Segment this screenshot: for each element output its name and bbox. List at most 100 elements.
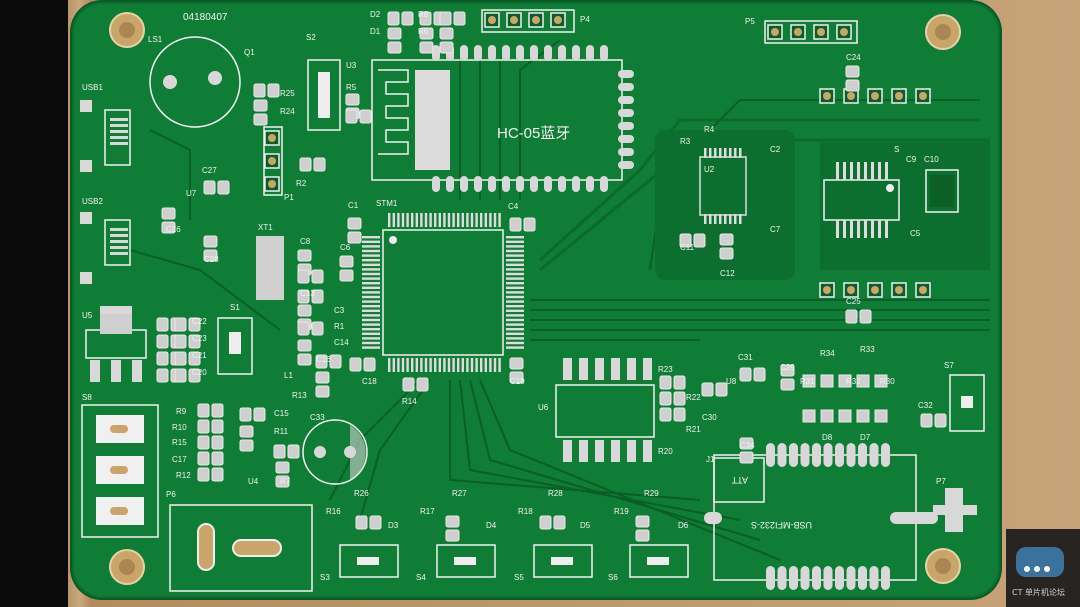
label-c10: C10: [924, 155, 939, 164]
label-c18: C18: [362, 377, 377, 386]
label-c27: C27: [202, 166, 217, 175]
label-c15: C15: [274, 409, 289, 418]
label-c17: C17: [172, 455, 187, 464]
label-d6: D6: [678, 521, 689, 530]
usb1-connector: [80, 100, 131, 172]
label-s: S: [894, 145, 899, 154]
label-d8: D8: [822, 433, 833, 442]
label-s3: S3: [320, 573, 330, 582]
hc05-label: HC-05蓝牙: [497, 125, 570, 142]
label-c9: C9: [906, 155, 917, 164]
label-c22: C22: [192, 317, 207, 326]
label-d2: D2: [370, 10, 381, 19]
label-s5: S5: [514, 573, 524, 582]
label-c32: C32: [918, 401, 933, 410]
label-r17: R17: [420, 507, 435, 516]
label-r31: R31: [800, 377, 815, 386]
label-j1: J1: [706, 455, 715, 464]
label-c31: C31: [738, 353, 753, 362]
ls1-buzzer: [149, 36, 241, 128]
label-u6: U6: [538, 403, 549, 412]
label-s1: S1: [230, 303, 240, 312]
label-r8: R8: [418, 10, 429, 19]
label-r6: R6: [418, 27, 429, 36]
label-s7: S7: [944, 361, 954, 370]
mounting-holes: [109, 12, 961, 585]
label-r13: R13: [292, 391, 307, 400]
label-r2: R2: [296, 179, 307, 188]
label-r15: R15: [172, 438, 187, 447]
label-c4: C4: [508, 202, 519, 211]
s-ic-footprint: [823, 169, 959, 221]
label-p7: P7: [936, 477, 946, 486]
label-r20: R20: [658, 447, 673, 456]
label-d7: D7: [860, 433, 871, 442]
label-d4: D4: [486, 521, 497, 530]
label-r27: R27: [452, 489, 467, 498]
label-usb1: USB1: [82, 83, 103, 92]
usb-mfi232-module: [704, 443, 938, 590]
label-q1: Q1: [244, 48, 255, 57]
label-r33: R33: [860, 345, 875, 354]
label-r26: R26: [354, 489, 369, 498]
p6-dc-jack: [169, 504, 313, 592]
label-u4: U4: [248, 477, 259, 486]
label-c13: C13: [300, 289, 315, 298]
label-l1: L1: [284, 371, 293, 380]
label-p1: P1: [284, 193, 294, 202]
label-r5: R5: [346, 83, 357, 92]
label-r1: R1: [334, 322, 345, 331]
label-r29: R29: [644, 489, 659, 498]
label-p6: P6: [166, 490, 176, 499]
label-p5: P5: [745, 17, 755, 26]
label-c16: C16: [316, 355, 331, 364]
label-r3: R3: [680, 137, 691, 146]
label-u5: U5: [82, 311, 93, 320]
label-c2: C2: [770, 145, 781, 154]
label-s6: S6: [608, 573, 618, 582]
label-d5: D5: [580, 521, 591, 530]
stm-mcu-footprint: [362, 213, 524, 372]
label-stm1: STM1: [376, 199, 398, 208]
label-c5: C5: [910, 229, 921, 238]
label-c14: C14: [334, 338, 349, 347]
label-c26: C26: [166, 225, 181, 234]
label-c33: C33: [310, 413, 325, 422]
label-c25: C25: [846, 297, 861, 306]
label-c3: C3: [334, 306, 345, 315]
label-ls1: LS1: [148, 35, 163, 44]
label-s2: S2: [306, 33, 316, 42]
watermark-badge: CT 单片机论坛: [1006, 529, 1080, 607]
label-r34: R34: [820, 349, 835, 358]
label-r21: R21: [686, 425, 701, 434]
label-c30: C30: [702, 413, 717, 422]
label-r30: R30: [880, 377, 895, 386]
label-xt1: XT1: [258, 223, 273, 232]
c33-capacitor: [302, 419, 368, 485]
usb2-connector: [80, 212, 131, 284]
u6-ic: [555, 384, 655, 438]
label-r11: R11: [274, 427, 289, 436]
label-c20: C20: [192, 368, 207, 377]
label-u3: U3: [346, 61, 357, 70]
label-r23: R23: [658, 365, 673, 374]
s8-switch: [81, 404, 159, 538]
label-c7: C7: [770, 225, 781, 234]
label-r10: R10: [172, 423, 187, 432]
label-s8: S8: [82, 393, 92, 402]
label-r9: R9: [176, 407, 187, 416]
label-r16: R16: [326, 507, 341, 516]
label-c1: C1: [348, 201, 359, 210]
label-c28: C28: [204, 255, 219, 264]
label-r24: R24: [280, 107, 295, 116]
label-s4: S4: [416, 573, 426, 582]
label-c19: C19: [510, 377, 525, 386]
usb-mfi232-label: USB-MFI232-S: [751, 520, 812, 530]
label-c29: C29: [780, 363, 795, 372]
label-d3: D3: [388, 521, 399, 530]
tact-switches: [217, 317, 985, 578]
hc05-module-footprint: [371, 45, 634, 192]
label-usb2: USB2: [82, 197, 103, 206]
